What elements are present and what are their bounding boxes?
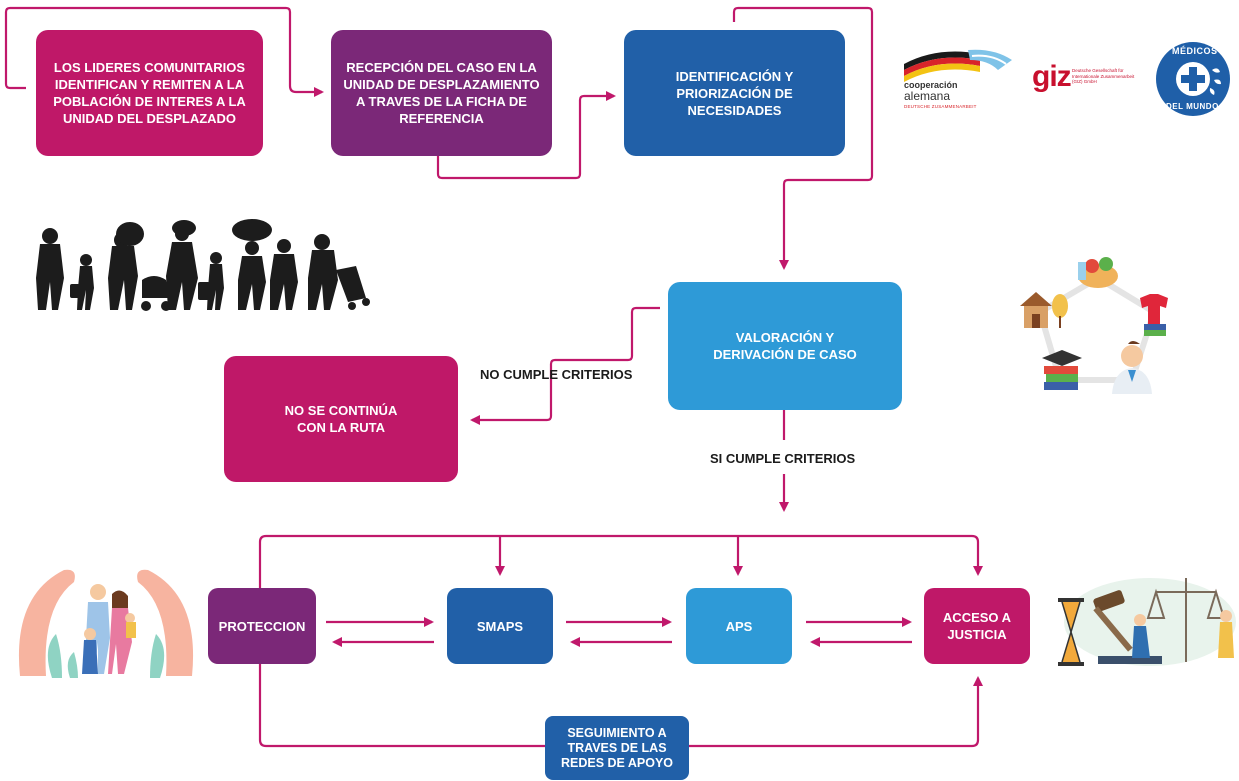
mdm-bottom-text: DEL MUNDO (1166, 102, 1219, 111)
family-protection-icon (12, 556, 200, 680)
doctor-icon (1112, 341, 1152, 394)
clothes-icon (1140, 294, 1168, 336)
giz-subtitle: Deutsche Gesellschaft für Internationale… (1072, 68, 1135, 85)
step-needs-identification: IDENTIFICACIÓN Y PRIORIZACIÓN DE NECESID… (624, 30, 845, 156)
food-basket-icon (1078, 257, 1118, 288)
label-si-cumple: SI CUMPLE CRITERIOS (710, 451, 856, 466)
step-case-assessment: VALORACIÓN Y DERIVACIÓN DE CASO (668, 282, 902, 410)
education-icon (1042, 350, 1082, 390)
service-justicia-text: ACCESO A JUSTICIA (942, 610, 1012, 642)
label-no-cumple: NO CUMPLE CRITERIOS (480, 367, 633, 382)
service-smaps: SMAPS (447, 588, 553, 664)
step-community-leaders-text: LOS LIDERES COMUNITARIOS IDENTIFICAN Y R… (53, 60, 246, 126)
coop-line2: alemana (904, 89, 951, 103)
mdm-seal-icon (1156, 42, 1230, 116)
hourglass-icon (1058, 598, 1084, 666)
gavel-icon (1093, 590, 1162, 664)
giz-wordmark: giz (1032, 60, 1072, 93)
scale-icon (1146, 578, 1226, 662)
step-case-assessment-text: VALORACIÓN Y DERIVACIÓN DE CASO (713, 330, 857, 362)
house-icon (1020, 292, 1068, 328)
follow-up-text: SEGUIMIENTO A TRAVES DE LAS REDES DE APO… (560, 725, 674, 770)
step-community-leaders: LOS LIDERES COMUNITARIOS IDENTIFICAN Y R… (36, 30, 263, 156)
service-aps-text: APS (725, 618, 753, 634)
service-justicia: ACCESO A JUSTICIA (924, 588, 1030, 664)
medicos-del-mundo-logo: MÉDICOS DEL MUNDO (1154, 40, 1232, 118)
giz-logo: giz Deutsche Gesellschaft für Internatio… (1032, 60, 1142, 100)
service-proteccion-text: PROTECCION (218, 618, 306, 634)
follow-up-box: SEGUIMIENTO A TRAVES DE LAS REDES DE APO… (545, 716, 689, 780)
coop-line3: DEUTSCHE ZUSAMMENARBEIT (904, 104, 977, 109)
german-flag-icon (904, 49, 1012, 82)
service-smaps-text: SMAPS (476, 618, 524, 634)
step-case-reception-text: RECEPCIÓN DEL CASO EN LA UNIDAD DE DESPL… (343, 60, 540, 126)
migrants-silhouette-icon (30, 218, 375, 313)
connector-step1-step2 (4, 6, 324, 97)
connector-no-cumple (470, 306, 660, 425)
step-case-reception: RECEPCIÓN DEL CASO EN LA UNIDAD DE DESPL… (331, 30, 552, 156)
basic-needs-wheel-icon (1016, 248, 1176, 398)
mdm-top-text: MÉDICOS (1172, 46, 1218, 56)
connector-step3-step4 (732, 6, 874, 270)
service-aps: APS (686, 588, 792, 664)
service-proteccion: PROTECCION (208, 588, 316, 664)
step-route-ends: NO SE CONTINÚA CON LA RUTA (224, 356, 458, 482)
justice-scale-icon (1054, 568, 1236, 668)
step-needs-identification-text: IDENTIFICACIÓN Y PRIORIZACIÓN DE NECESID… (675, 68, 794, 118)
step-route-ends-text: NO SE CONTINÚA CON LA RUTA (284, 403, 398, 435)
distribution-bar (258, 534, 983, 588)
cooperacion-alemana-logo: cooperación alemana DEUTSCHE ZUSAMMENARB… (898, 42, 1020, 112)
connector-step2-step3 (436, 91, 616, 180)
coop-line1: cooperación (904, 80, 958, 90)
